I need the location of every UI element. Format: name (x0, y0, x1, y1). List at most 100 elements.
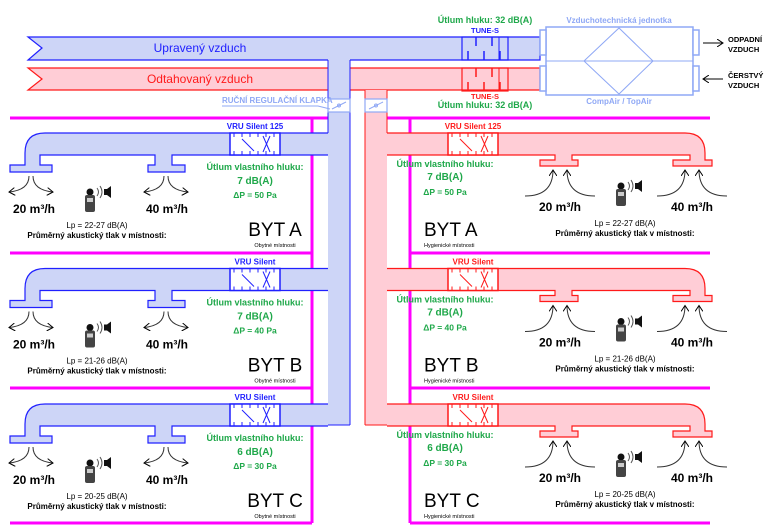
sound-pressure-value: Lp = 22-27 dB(A) (66, 221, 127, 230)
airflow-20: 20 m³/h (13, 338, 55, 352)
noise-label: Útlum vlastního hluku: (206, 432, 303, 443)
meter-mic (617, 318, 625, 325)
extract-flow-arrow-icon (656, 170, 685, 197)
sound-pressure-caption: Průměrný akustický tlak v místnosti: (27, 502, 166, 511)
silencer-body (461, 67, 509, 92)
vru-body (447, 403, 499, 427)
supply-flow-arrow-icon (144, 311, 165, 328)
meter-mic (617, 453, 625, 461)
damper-leader-line (222, 105, 331, 110)
pressure-drop: ΔP = 30 Pa (423, 458, 467, 468)
meter-mic (617, 182, 625, 190)
sound-level-meter-icon (85, 185, 111, 212)
speaker-icon (635, 451, 642, 463)
apartment-name: BYT C (424, 491, 480, 512)
vru-label: VRU Silent (235, 258, 276, 267)
sound-pressure-caption: Průměrný akustický tlak v místnosti: (27, 367, 166, 376)
meter-body (616, 324, 626, 342)
extract-flow-arrow-icon (699, 306, 728, 332)
supply-silencer-attenuation: Útlum hluku: 32 dB(A) (438, 14, 533, 25)
supply-flow-arrow-icon (167, 175, 188, 192)
sound-pressure-value: Lp = 20-25 dB(A) (594, 490, 655, 499)
vru-silent-regulator (229, 267, 281, 292)
sound-pressure-caption: Průměrný akustický tlak v místnosti: (555, 365, 694, 374)
vru-label: VRU Silent (453, 258, 494, 267)
noise-value: 6 dB(A) (427, 443, 463, 454)
vru-damper-icon (241, 274, 255, 287)
apartment-name: BYT A (424, 220, 478, 241)
noise-label: Útlum vlastního hluku: (396, 429, 493, 440)
extract-flow-arrow-icon (699, 441, 728, 468)
sound-pressure-value: Lp = 20-25 dB(A) (66, 492, 127, 501)
extract-silencer-tune-s (461, 67, 509, 92)
room-type: Obytné místnosti (254, 379, 295, 385)
vru-body (229, 267, 281, 292)
vru-valve-icon (480, 271, 489, 288)
vru-damper-icon (241, 409, 255, 423)
ahu-title: Vzduchotechnická jednotka (566, 16, 672, 25)
meter-body (616, 460, 626, 477)
airflow-20: 20 m³/h (539, 200, 581, 214)
extract-flow-arrow-icon (656, 441, 685, 468)
ahu-model: CompAir / TopAir (586, 97, 652, 106)
supply-flow-arrow-icon (144, 446, 165, 463)
speaker-icon (104, 186, 111, 198)
exhaust-label: ODPADNÍ (728, 35, 763, 44)
damper-blade-icon (368, 101, 384, 110)
vru-valve-icon (480, 135, 489, 153)
pressure-drop: ΔP = 50 Pa (423, 187, 467, 197)
extract-flow-arrow-icon (656, 306, 685, 332)
vru-damper-icon (459, 274, 473, 287)
extract-flow-arrow-icon (524, 170, 553, 197)
vru-silent-regulator (229, 132, 281, 156)
fresh-air-label: ČERSTVÝ (728, 71, 763, 80)
sound-waves-icon (96, 185, 103, 199)
room-type: Obytné místnosti (254, 243, 295, 249)
speaker-icon (104, 321, 111, 334)
sound-waves-icon (627, 450, 634, 464)
sound-level-meter-icon (616, 179, 642, 206)
damper-label: RUČNÍ REGULAČNÍ KLAPKA (222, 96, 333, 105)
sound-level-meter-icon (85, 456, 111, 483)
meter-screen (87, 469, 93, 473)
vru-body (447, 132, 499, 156)
room-type: Hygienické místnosti (424, 243, 474, 249)
extract-duct-label: Odtahovaný vzduch (147, 72, 253, 86)
extract-silencer-name: TUNE-S (471, 92, 499, 101)
extract-flow-arrow-icon (524, 306, 553, 332)
supply-flow-arrow-icon (167, 311, 188, 328)
vru-label: VRU Silent (235, 393, 276, 402)
extract-flow-arrow-icon (567, 170, 596, 197)
extract-riser (365, 90, 387, 425)
speaker-icon (635, 315, 642, 328)
sound-level-meter-icon (616, 315, 642, 342)
supply-riser (328, 59, 350, 425)
supply-flow-arrow-icon (32, 311, 53, 328)
sound-level-meter-icon (85, 321, 111, 348)
sound-waves-icon (96, 321, 103, 334)
airflow-40: 40 m³/h (671, 471, 713, 485)
silencer-body (461, 36, 509, 61)
ahu-port (692, 65, 700, 92)
sound-waves-icon (627, 179, 634, 193)
extract-flow-arrow-icon (524, 441, 553, 468)
vru-valve-icon (262, 271, 271, 288)
pressure-drop: ΔP = 40 Pa (233, 326, 277, 336)
meter-screen (618, 327, 624, 332)
noise-label: Útlum vlastního hluku: (206, 161, 303, 172)
apartment-name: BYT A (248, 220, 302, 241)
meter-screen (87, 333, 93, 338)
sound-waves-icon (627, 315, 634, 328)
vru-damper-icon (459, 409, 473, 423)
vru-body (229, 132, 281, 156)
fresh-air-label: VZDUCH (728, 81, 759, 90)
meter-body (85, 330, 95, 348)
vru-label: VRU Silent 125 (227, 122, 284, 131)
noise-label: Útlum vlastního hluku: (396, 294, 493, 305)
sound-waves-icon (96, 456, 103, 470)
airflow-40: 40 m³/h (146, 473, 188, 487)
pressure-drop: ΔP = 50 Pa (233, 190, 277, 200)
noise-value: 7 dB(A) (427, 308, 463, 319)
pressure-drop: ΔP = 40 Pa (423, 323, 467, 333)
vru-label: VRU Silent 125 (445, 122, 502, 131)
